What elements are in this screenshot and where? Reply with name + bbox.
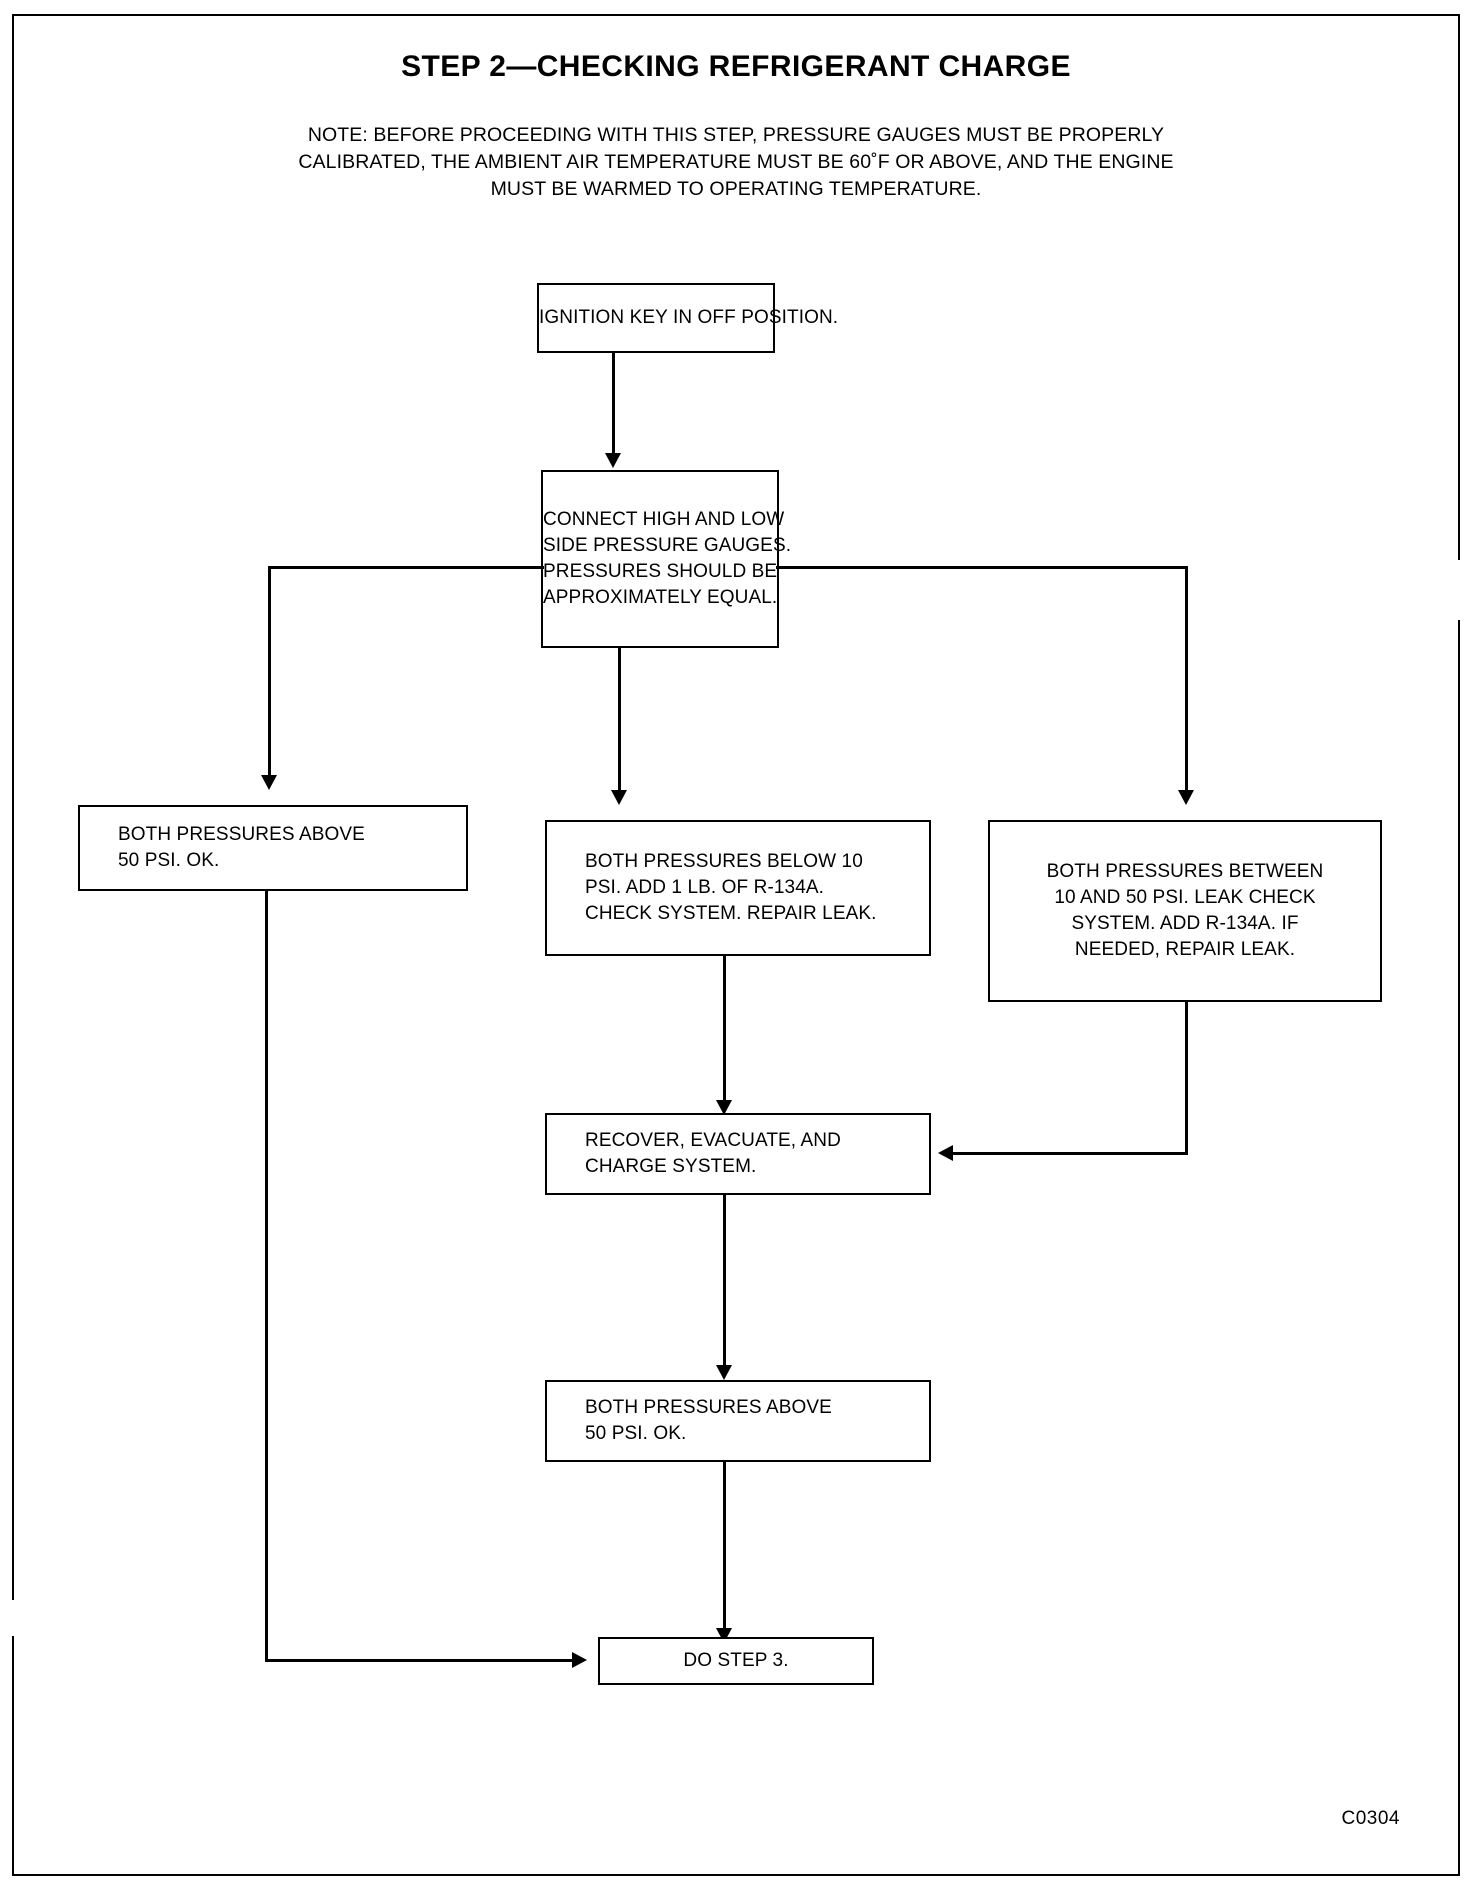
edge-n3-n8-arrowhead <box>572 1652 587 1668</box>
edge-n2-n5-vertical <box>1185 566 1188 793</box>
flow-node-both-below-10: BOTH PRESSURES BELOW 10 PSI. ADD 1 LB. O… <box>545 820 931 956</box>
node-line: BOTH PRESSURES ABOVE <box>585 1397 832 1418</box>
note-line-1: NOTE: BEFORE PROCEEDING WITH THIS STEP, … <box>307 124 1165 146</box>
node-line: SYSTEM. ADD R-134A. IF <box>1071 913 1299 934</box>
note-line-3: MUST BE WARMED TO OPERATING TEMPERATURE. <box>490 178 982 200</box>
edge-n3-n8-vertical <box>265 891 268 1661</box>
note-line-2: CALIBRATED, THE AMBIENT AIR TEMPERATURE … <box>298 151 1174 173</box>
node-line: 50 PSI. OK. <box>118 850 220 871</box>
edge-n7-n8-line <box>723 1462 726 1632</box>
node-line: BOTH PRESSURES ABOVE <box>118 824 365 845</box>
edge-n4-n6-line <box>723 956 726 1106</box>
edge-n5-n6-horizontal <box>952 1152 1188 1155</box>
edge-n2-n4-line <box>618 648 621 793</box>
edge-n2-n3-arrowhead <box>261 775 277 790</box>
edge-n1-n2-line <box>612 353 615 456</box>
node-line: CHECK SYSTEM. REPAIR LEAK. <box>585 903 877 924</box>
node-line: CHARGE SYSTEM. <box>585 1156 757 1177</box>
flow-node-recover-evacuate-charge: RECOVER, EVACUATE, AND CHARGE SYSTEM. <box>545 1113 931 1195</box>
edge-n2-n4-arrowhead <box>611 790 627 805</box>
node-line: DO STEP 3. <box>683 1650 789 1671</box>
flow-node-ignition-key: IGNITION KEY IN OFF POSITION. <box>537 283 839 353</box>
edge-n2-n3-horizontal <box>268 566 544 569</box>
node-line: PSI. ADD 1 LB. OF R-134A. <box>585 877 825 898</box>
edge-n2-n3-vertical <box>268 566 271 778</box>
node-line: PRESSURES SHOULD BE <box>543 561 778 582</box>
edge-n2-n5-arrowhead <box>1178 790 1194 805</box>
flow-node-connect-gauges: CONNECT HIGH AND LOW SIDE PRESSURE GAUGE… <box>541 470 792 648</box>
page-title: STEP 2—CHECKING REFRIGERANT CHARGE <box>401 50 1071 83</box>
page-border-frame <box>12 14 1460 1876</box>
figure-code-label: C0304 <box>1341 1808 1400 1829</box>
flow-node-both-above-50-left: BOTH PRESSURES ABOVE 50 PSI. OK. <box>78 805 468 891</box>
frame-notch-left <box>12 1600 15 1636</box>
flow-node-between-10-and-50: BOTH PRESSURES BETWEEN 10 AND 50 PSI. LE… <box>988 820 1382 1002</box>
node-line: APPROXIMATELY EQUAL. <box>543 587 778 608</box>
node-line: SIDE PRESSURE GAUGES. <box>543 535 792 556</box>
node-line: BOTH PRESSURES BETWEEN <box>1046 861 1324 882</box>
edge-n4-n6-arrowhead <box>716 1100 732 1115</box>
note-block: NOTE: BEFORE PROCEEDING WITH THIS STEP, … <box>0 122 1472 203</box>
frame-notch-right <box>1457 560 1460 620</box>
node-line: RECOVER, EVACUATE, AND <box>585 1130 841 1151</box>
edge-n6-n7-line <box>723 1195 726 1370</box>
flow-node-both-above-50-lower: BOTH PRESSURES ABOVE 50 PSI. OK. <box>545 1380 931 1462</box>
node-line: BOTH PRESSURES BELOW 10 <box>585 851 863 872</box>
flow-node-do-step-3: DO STEP 3. <box>598 1637 874 1685</box>
edge-n2-n5-horizontal <box>776 566 1188 569</box>
node-line: NEEDED, REPAIR LEAK. <box>1074 939 1296 960</box>
node-line: CONNECT HIGH AND LOW <box>543 509 785 530</box>
edge-n5-n6-arrowhead <box>938 1145 953 1161</box>
node-line: IGNITION KEY IN OFF POSITION. <box>539 307 839 328</box>
edge-n1-n2-arrowhead <box>605 453 621 468</box>
node-line: 50 PSI. OK. <box>585 1423 687 1444</box>
edge-n5-n6-vertical <box>1185 1002 1188 1154</box>
edge-n3-n8-horizontal <box>265 1659 575 1662</box>
node-line: 10 AND 50 PSI. LEAK CHECK <box>1054 887 1316 908</box>
edge-n6-n7-arrowhead <box>716 1365 732 1380</box>
